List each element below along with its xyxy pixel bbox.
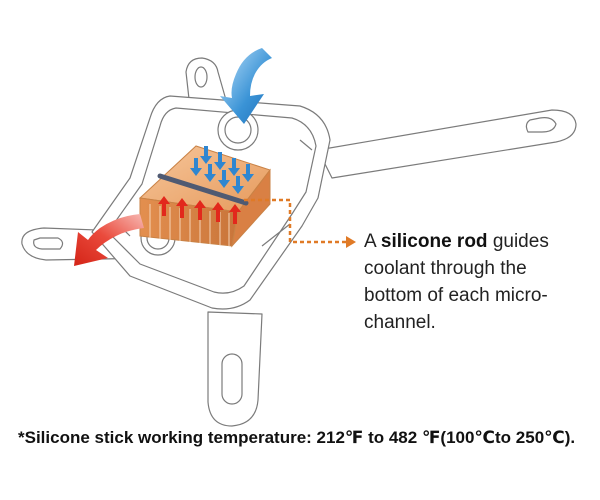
- blue-arrow-down-icon: [220, 48, 272, 124]
- silicone-rod-callout: A silicone rod guides coolant through th…: [364, 228, 600, 336]
- temperature-footnote: *Silicone stick working temperature: 212…: [18, 428, 576, 447]
- callout-lead: A: [364, 231, 376, 252]
- callout-leader: [244, 198, 356, 248]
- callout-line2: coolant through the: [364, 258, 527, 279]
- orange-arrowhead-icon: [346, 236, 356, 248]
- callout-line3: bottom of each micro-: [364, 285, 548, 306]
- coolant-up-arrows: [158, 196, 241, 224]
- micro-channel-fins: [149, 204, 230, 246]
- silicone-rod: [157, 173, 249, 206]
- coolant-down-arrows: [190, 146, 254, 194]
- red-arrow-left-icon: [74, 214, 144, 266]
- callout-line1-rest: guides: [492, 231, 549, 252]
- callout-highlight: silicone rod: [380, 231, 488, 252]
- callout-line4: channel.: [364, 312, 436, 333]
